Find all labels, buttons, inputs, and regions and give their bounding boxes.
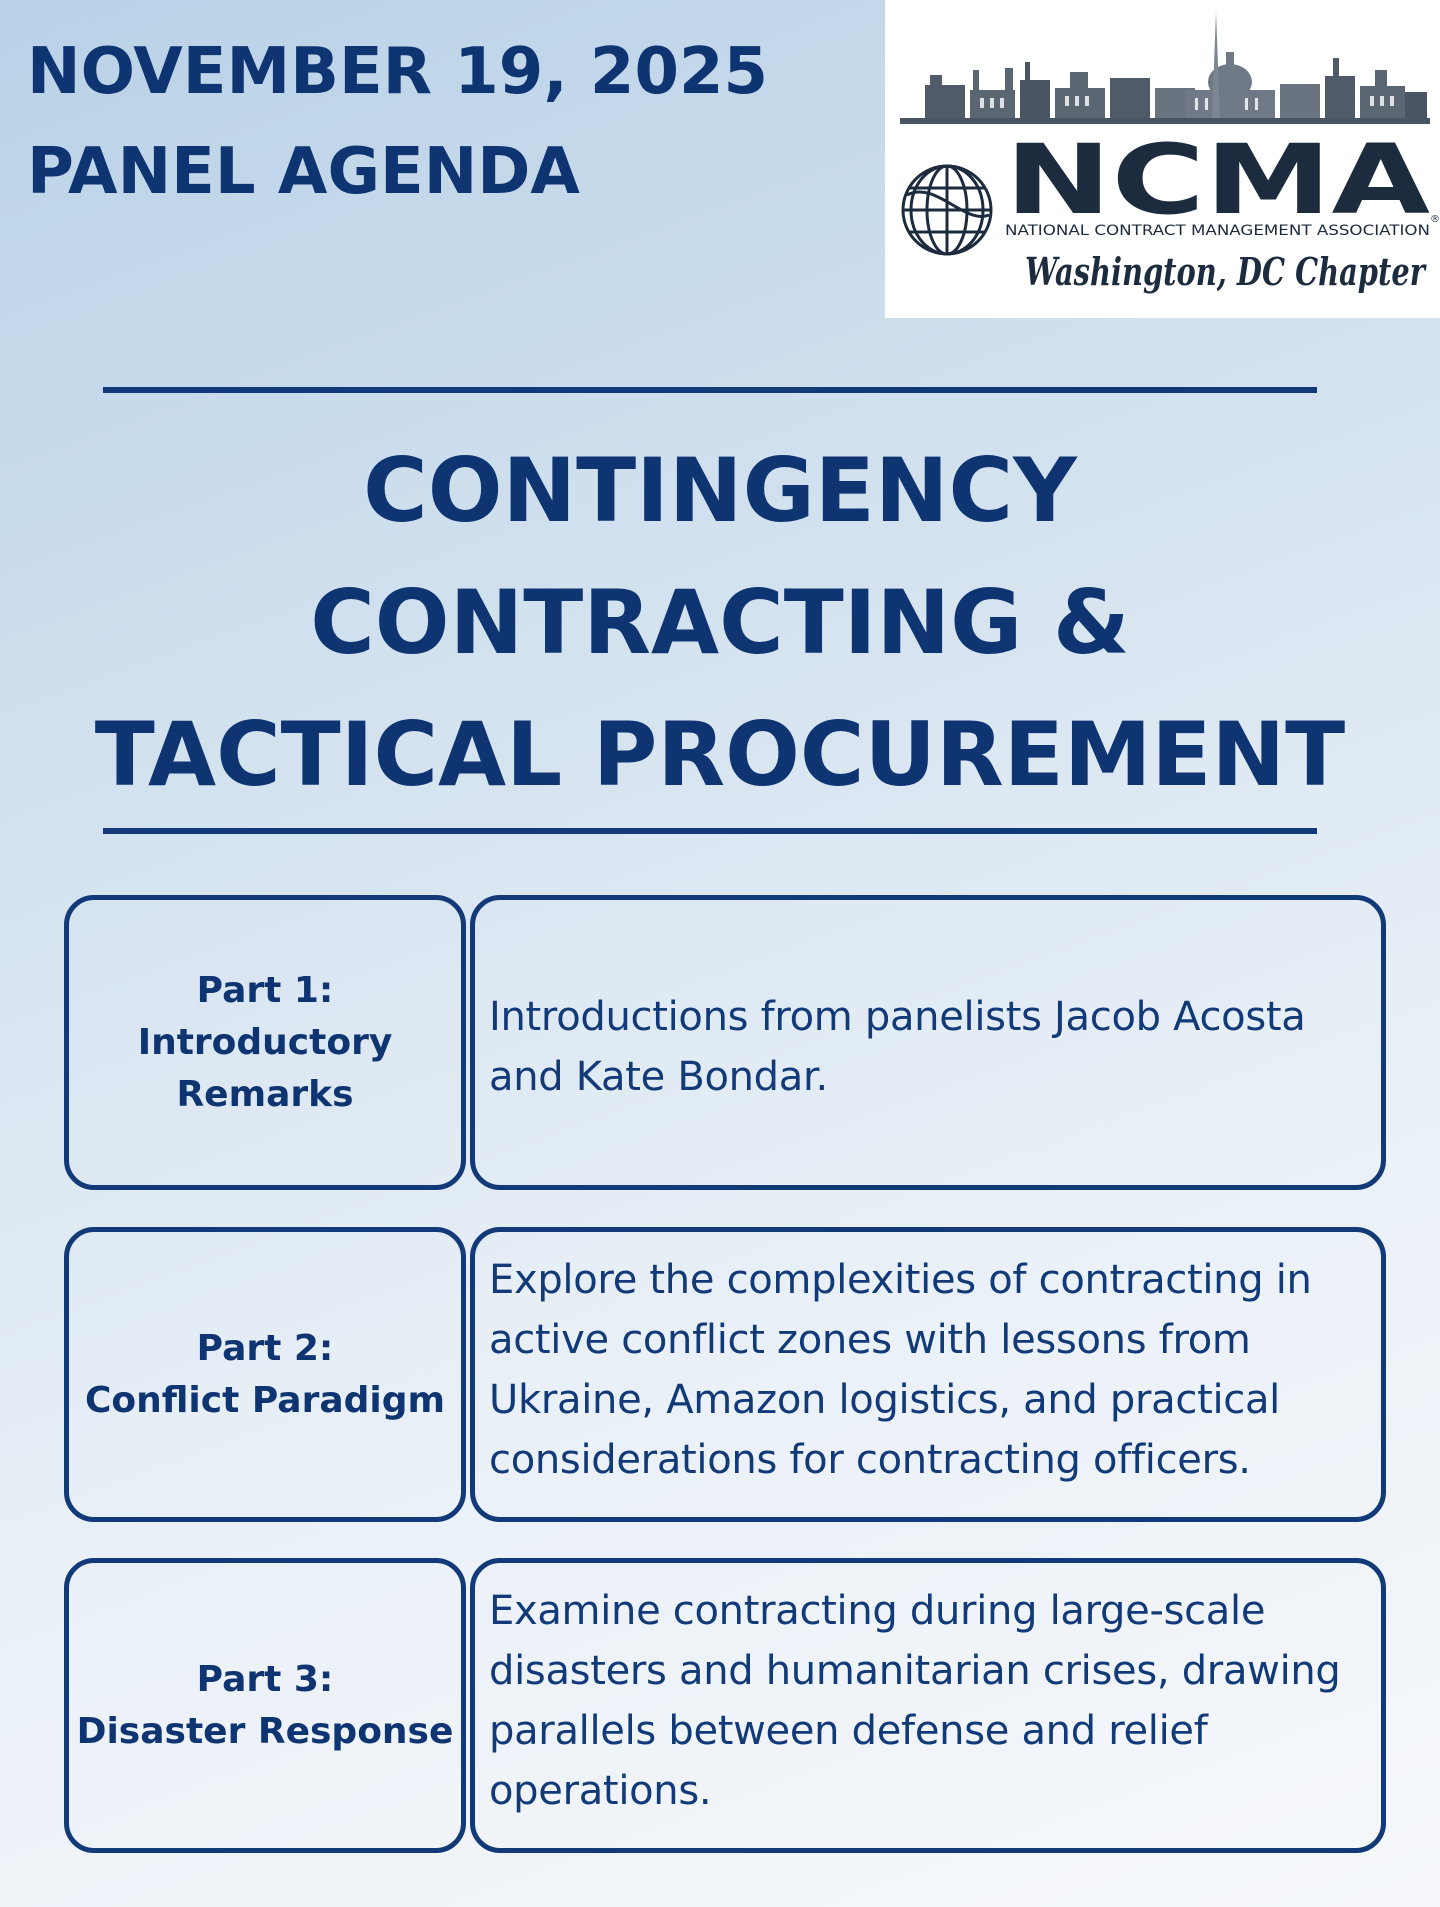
ncma-logo: NCMA ® NATIONAL CONTRACT MANAGEMENT ASSO… [885,0,1440,318]
logo-org: NATIONAL CONTRACT MANAGEMENT ASSOCIATION [1005,223,1430,239]
part-3-number: Part 3: [196,1658,334,1700]
part-3-name-line-1: Disaster Response [76,1710,454,1752]
title-line-2: CONTRACTING & [310,571,1130,674]
part-1-name-line-1: Introductory [137,1021,393,1063]
title-line-3: TACTICAL PROCUREMENT [94,703,1346,806]
part-2-desc-line-4: considerations for contracting officers. [489,1437,1251,1483]
part-1-desc-line-1: Introductions from panelists Jacob Acost… [489,994,1306,1040]
part-3-description: Examine contracting during large-scale d… [470,1558,1386,1853]
bottom-divider [103,828,1317,834]
globe-icon [901,164,993,256]
part-3-desc-line-3: parallels between defense and relief [489,1708,1208,1754]
logo-name: NCMA [1005,124,1430,236]
part-3-box: Part 3: Disaster Response [64,1558,466,1853]
part-2-desc-line-1: Explore the complexities of contracting … [489,1257,1312,1303]
skyline-icon [900,12,1430,124]
part-2-box: Part 2: Conflict Paradigm [64,1227,466,1522]
panel-title: CONTINGENCY CONTRACTING & TACTICAL PROCU… [0,425,1440,821]
part-3-desc-line-1: Examine contracting during large-scale [489,1588,1266,1634]
part-1-number: Part 1: [196,969,334,1011]
part-2-description: Explore the complexities of contracting … [470,1227,1386,1522]
event-date: NOVEMBER 19, 2025 [27,35,769,109]
registered-mark: ® [1430,214,1440,225]
part-1-description: Introductions from panelists Jacob Acost… [470,895,1386,1190]
part-1-name-line-2: Remarks [176,1073,354,1115]
part-2-desc-line-2: active conflict zones with lessons from [489,1317,1251,1363]
title-line-1: CONTINGENCY [363,439,1077,542]
part-3-desc-line-2: disasters and humanitarian crises, drawi… [489,1648,1341,1694]
part-3-desc-line-4: operations. [489,1768,712,1814]
event-subtitle: PANEL AGENDA [27,135,580,209]
top-divider [103,387,1317,393]
logo-chapter: Washington, DC Chapter [1025,249,1427,294]
part-1-desc-line-2: and Kate Bondar. [489,1054,828,1100]
part-1-box: Part 1: Introductory Remarks [64,895,466,1190]
part-2-name-line-1: Conflict Paradigm [84,1379,446,1421]
header: NOVEMBER 19, 2025 PANEL AGENDA [27,22,768,222]
part-2-number: Part 2: [196,1327,334,1369]
part-2-desc-line-3: Ukraine, Amazon logistics, and practical [489,1377,1280,1423]
